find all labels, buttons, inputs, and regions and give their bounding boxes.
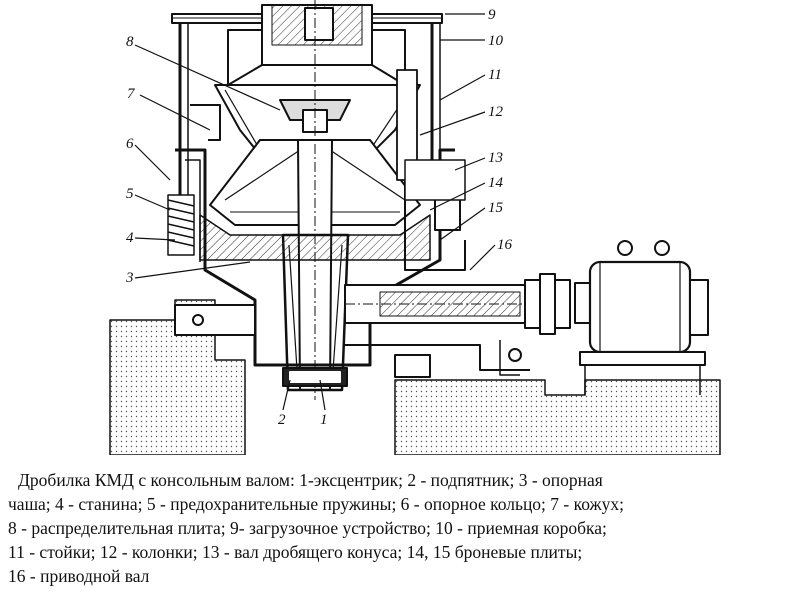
callout-4: 4 <box>126 230 134 246</box>
callout-16: 16 <box>497 237 513 253</box>
callout-6: 6 <box>126 136 134 152</box>
callout-8: 8 <box>126 34 134 50</box>
figure-caption: Дробилка КМД с консольным валом: 1-эксце… <box>8 468 792 588</box>
callout-10: 10 <box>488 33 504 49</box>
caption-line: Дробилка КМД с консольным валом: 1-эксце… <box>18 470 603 490</box>
callout-3: 3 <box>125 270 134 286</box>
callout-5: 5 <box>126 186 134 202</box>
caption-line: 8 - распределительная плита; 9- загрузоч… <box>8 518 607 538</box>
caption-line: чаша; 4 - станина; 5 - предохранительные… <box>8 494 625 514</box>
callout-leaders <box>134 13 496 411</box>
callout-9: 9 <box>488 7 496 23</box>
callout-13: 13 <box>488 150 503 166</box>
callout-12: 12 <box>488 104 504 120</box>
callout-2: 2 <box>278 412 286 428</box>
electric-motor <box>574 240 709 366</box>
crusher-diagram: 9 10 11 12 13 14 15 16 8 7 6 5 4 3 2 1 <box>109 0 721 456</box>
callout-1: 1 <box>320 412 328 428</box>
callout-15: 15 <box>488 200 504 216</box>
callout-7: 7 <box>127 86 136 102</box>
caption-line: 11 - стойки; 12 - колонки; 13 - вал дроб… <box>8 542 583 562</box>
callout-11: 11 <box>488 67 502 83</box>
crusher-body <box>167 0 709 400</box>
callout-14: 14 <box>488 175 504 191</box>
caption-line: 16 - приводной вал <box>8 566 150 586</box>
callout-labels: 9 10 11 12 13 14 15 16 8 7 6 5 4 3 2 1 <box>125 7 513 428</box>
